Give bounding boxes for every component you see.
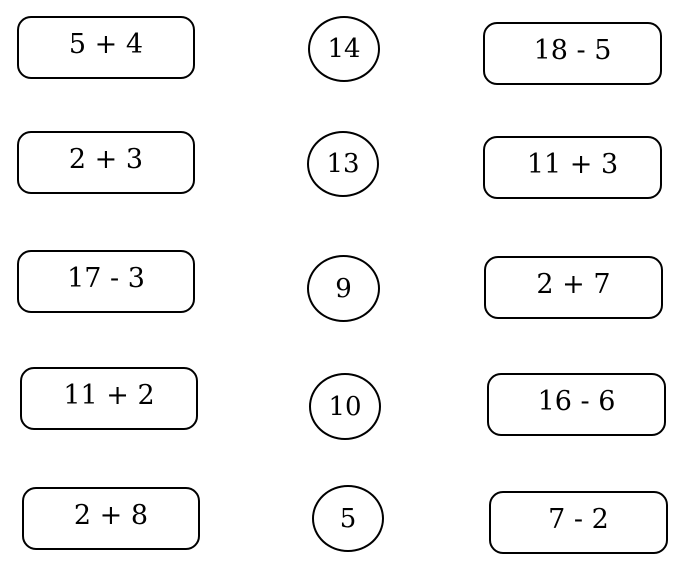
left-expression-text-2: 2 + 3 [68, 144, 144, 175]
answer-text-3: 9 [335, 273, 352, 304]
answer-text-5: 5 [339, 503, 357, 534]
left-expression-text-3: 17 - 3 [67, 263, 145, 294]
right-expression-card-1[interactable]: 18 - 5 [483, 22, 662, 85]
answer-circle-4[interactable]: 10 [309, 373, 381, 440]
right-expression-text-3: 2 + 7 [536, 269, 611, 300]
left-expression-text-4: 11 + 2 [63, 380, 155, 411]
right-expression-card-3[interactable]: 2 + 7 [484, 256, 663, 319]
right-expression-text-1: 18 - 5 [533, 35, 612, 66]
answer-circle-2[interactable]: 13 [307, 131, 379, 197]
right-expression-text-4: 16 - 6 [537, 386, 616, 417]
right-expression-card-4[interactable]: 16 - 6 [487, 373, 666, 436]
left-expression-card-5[interactable]: 2 + 8 [22, 487, 200, 550]
right-expression-text-5: 7 - 2 [548, 504, 609, 535]
left-expression-card-3[interactable]: 17 - 3 [17, 250, 195, 313]
answer-text-1: 14 [327, 34, 361, 64]
right-expression-card-5[interactable]: 7 - 2 [489, 491, 668, 554]
answer-circle-5[interactable]: 5 [312, 485, 384, 552]
left-expression-card-1[interactable]: 5 + 4 [17, 16, 195, 79]
answer-circle-1[interactable]: 14 [308, 16, 380, 82]
left-expression-text-5: 2 + 8 [73, 500, 149, 531]
left-expression-card-2[interactable]: 2 + 3 [17, 131, 195, 194]
right-expression-card-2[interactable]: 11 + 3 [483, 136, 662, 199]
left-expression-card-4[interactable]: 11 + 2 [20, 367, 198, 430]
answer-text-2: 13 [326, 149, 360, 179]
answer-circle-3[interactable]: 9 [307, 255, 380, 322]
answer-text-4: 10 [328, 391, 362, 422]
left-expression-text-1: 5 + 4 [68, 29, 144, 60]
right-expression-text-2: 11 + 3 [526, 149, 619, 180]
